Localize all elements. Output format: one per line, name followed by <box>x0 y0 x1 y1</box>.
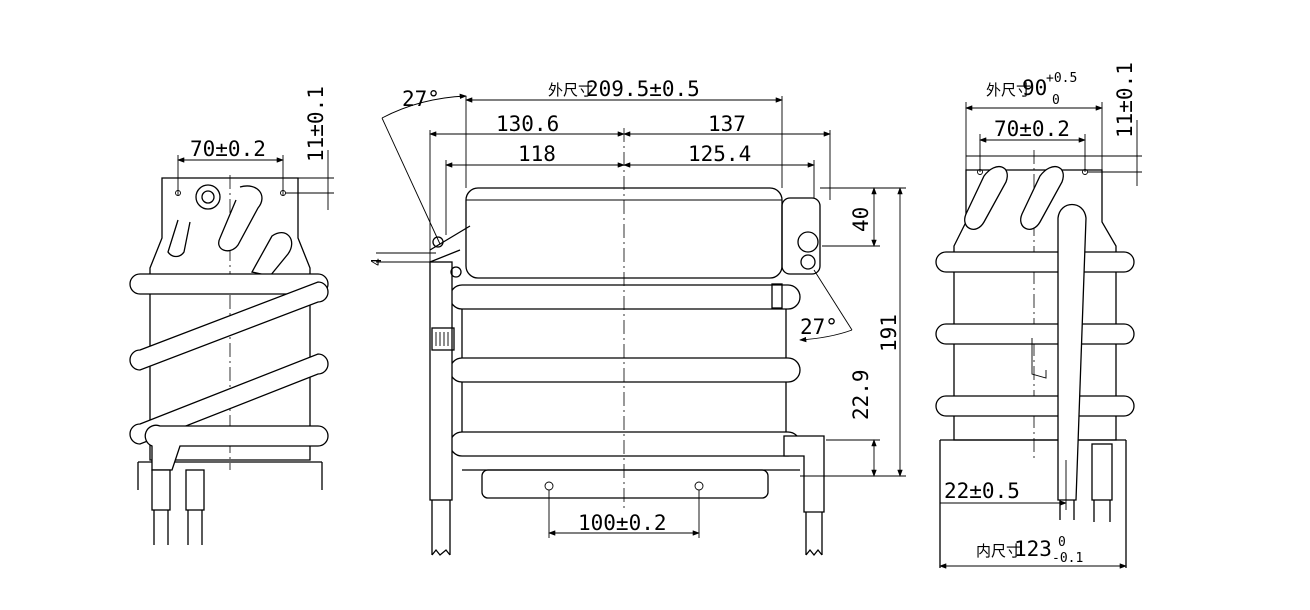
right-width-dim: 70±0.2 <box>994 117 1070 141</box>
center-angle-right: 27° <box>800 315 838 339</box>
center-overall-dim: 209.5±0.5 <box>586 77 700 101</box>
center-height-lower: 22.9 <box>849 369 873 420</box>
left-body-outline <box>149 177 311 461</box>
left-coil-3 <box>129 353 329 445</box>
center-height-total: 191 <box>877 314 901 352</box>
left-width-dim: 70±0.2 <box>190 137 266 161</box>
right-inner-tol-upper: 0 <box>1058 535 1066 550</box>
center-right-inner-dim: 125.4 <box>688 142 751 166</box>
right-view: 外尺寸 90 +0.5 0 70±0.2 11±0.1 22±0.5 内尺寸 1… <box>935 62 1142 569</box>
center-view: 外尺寸 209.5±0.5 130.6 137 118 125.4 27° 4 … <box>370 77 906 557</box>
right-overall-tol-lower: 0 <box>1052 93 1060 108</box>
left-coil-2 <box>129 281 329 371</box>
right-overall-tol-upper: +0.5 <box>1046 71 1077 86</box>
center-mount-spacing: 100±0.2 <box>578 511 667 535</box>
right-pipe-dim: 22±0.5 <box>944 479 1020 503</box>
center-small-dim: 4 <box>370 258 385 266</box>
center-overall-prefix: 外尺寸 <box>548 81 593 99</box>
right-inner-prefix: 内尺寸 <box>976 542 1021 560</box>
center-angle-top: 27° <box>402 87 440 111</box>
right-overall-prefix: 外尺寸 <box>986 81 1031 99</box>
left-view: 70±0.2 11±0.1 <box>129 86 334 545</box>
center-right-outer-dim: 137 <box>708 112 746 136</box>
right-inner-value: 123 <box>1014 537 1052 561</box>
center-height-upper: 40 <box>849 207 873 232</box>
right-overall-value: 90 <box>1022 76 1047 100</box>
right-inner-tol-lower: -0.1 <box>1052 551 1083 566</box>
left-offset-dim: 11±0.1 <box>304 86 328 162</box>
right-offset-dim: 11±0.1 <box>1113 62 1137 138</box>
center-left-outer-dim: 130.6 <box>496 112 559 136</box>
center-left-inner-dim: 118 <box>518 142 556 166</box>
